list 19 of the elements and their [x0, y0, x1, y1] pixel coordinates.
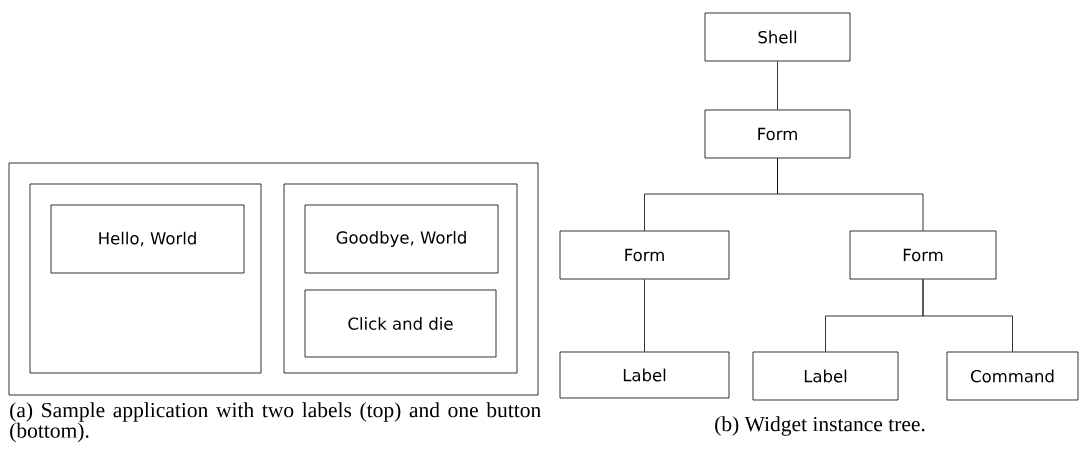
widget-box: Form	[849, 230, 997, 280]
connector-line	[644, 279, 645, 352]
widget-box: Goodbye, World	[304, 204, 499, 274]
panel-box	[8, 162, 539, 396]
widget-box: Shell	[704, 12, 851, 62]
widget-box: Command	[946, 351, 1079, 401]
connector-line	[777, 61, 778, 110]
widget-box: Label	[752, 351, 899, 401]
caption: (a) Sample application with two labels (top) and one button (bottom).	[10, 402, 541, 443]
widget-box: Label	[559, 351, 730, 399]
connector-line	[777, 158, 924, 231]
widget-box: Click and die	[304, 289, 497, 358]
panel-box	[29, 183, 262, 374]
widget-box: Hello, World	[50, 204, 245, 274]
widget-box: Form	[559, 230, 730, 280]
widget-box: Form	[704, 109, 851, 159]
panel-box	[283, 183, 518, 374]
connector-line	[922, 279, 1013, 352]
caption: (b) Widget instance tree.	[715, 416, 925, 436]
